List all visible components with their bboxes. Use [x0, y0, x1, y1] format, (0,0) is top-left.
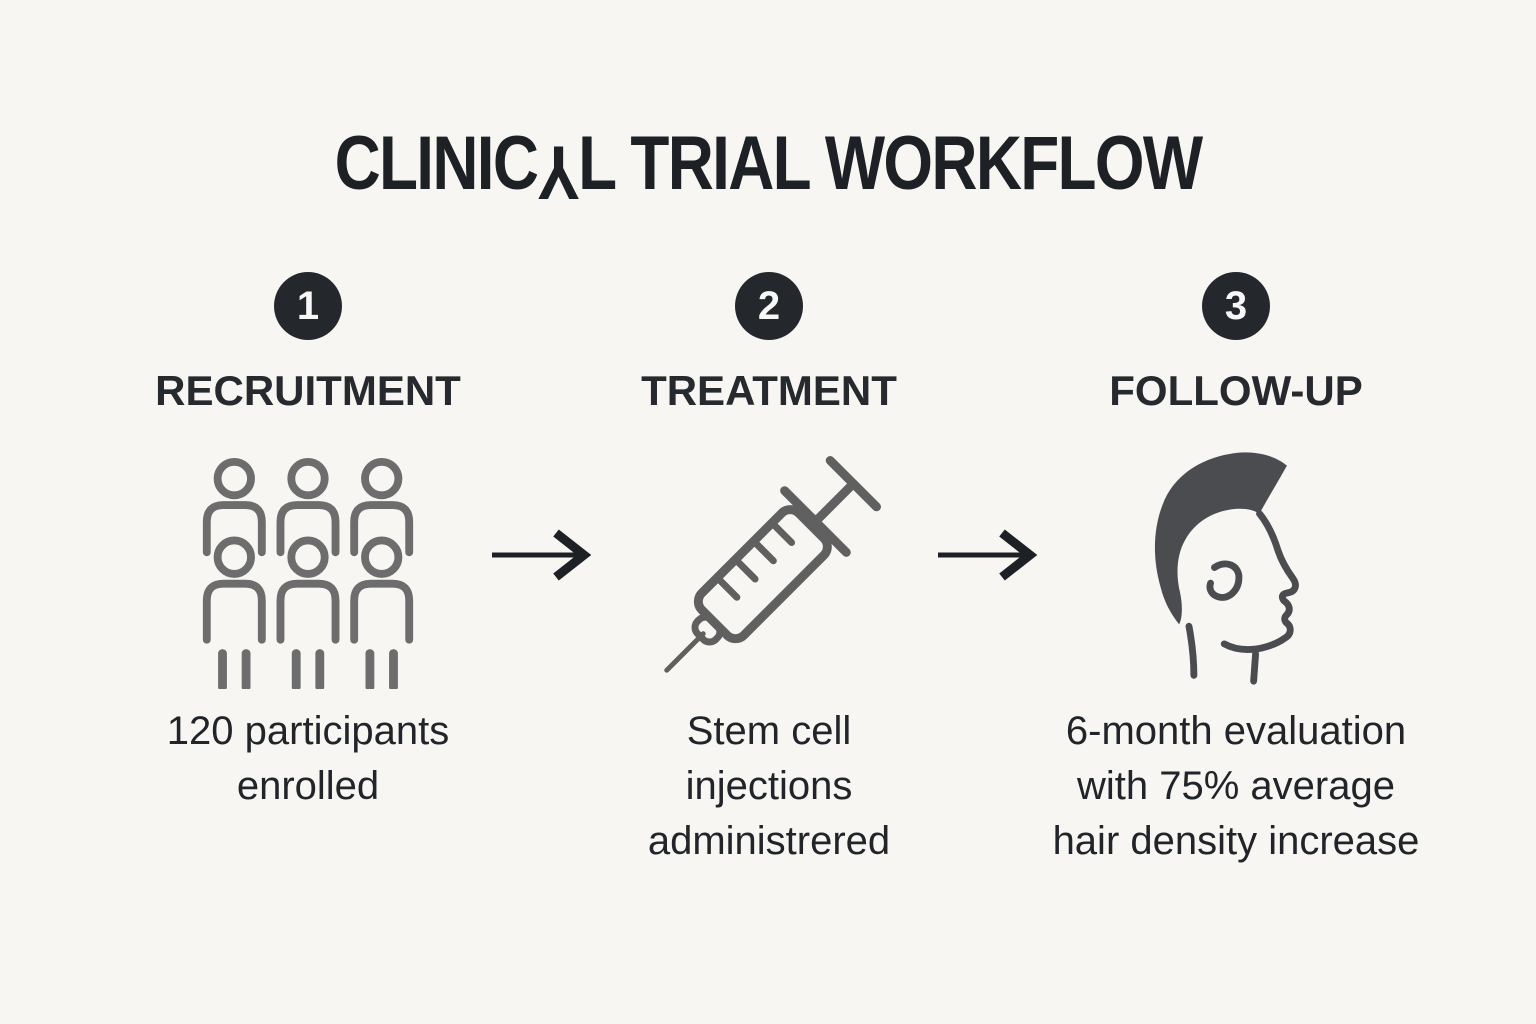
step-number: 2	[757, 283, 781, 328]
description-line: hair density increase	[1052, 819, 1420, 864]
description-line: enrolled	[236, 764, 380, 809]
arrow-right-icon	[938, 527, 1038, 583]
step-treatment: 2 TREATMENT Stem cell	[569, 272, 969, 869]
syringe-icon	[645, 446, 893, 690]
step-label: RECRUITMENT	[155, 367, 461, 414]
title-text-post: L TRIAL WORKFLOW	[578, 121, 1203, 206]
description-line: 120 participants	[166, 709, 450, 754]
step-recruitment: 1 RECRUITMENT	[108, 272, 508, 814]
description-line: injections	[685, 764, 853, 809]
step-number-badge: 1	[274, 272, 342, 340]
title-text-pre: CLINIC	[334, 121, 539, 206]
people-group-icon	[195, 446, 421, 690]
step-number-badge: 3	[1202, 272, 1270, 340]
description-line: administrered	[647, 819, 891, 864]
head-profile-icon	[1138, 446, 1334, 690]
step-number: 1	[296, 283, 320, 328]
step-description: Stem cell injections administrered	[648, 704, 890, 869]
step-description: 120 participants enrolled	[167, 704, 449, 814]
step-label: FOLLOW-UP	[1109, 367, 1363, 414]
description-line: 6-month evaluation	[1065, 709, 1407, 754]
description-line: with 75% average	[1077, 764, 1395, 809]
step-number: 3	[1224, 283, 1248, 328]
arrow-right-icon	[492, 527, 592, 583]
step-follow-up: 3 FOLLOW-UP 6-month evaluation with 75% …	[1016, 272, 1456, 869]
step-label: TREATMENT	[641, 367, 897, 414]
description-line: Stem cell	[686, 709, 852, 754]
page-title: CLINICYL TRIAL WORKFLOW	[123, 126, 1413, 215]
step-number-badge: 2	[735, 272, 803, 340]
step-description: 6-month evaluation with 75% average hair…	[1053, 704, 1420, 869]
title-inverted-y-glyph: Y	[537, 129, 579, 215]
